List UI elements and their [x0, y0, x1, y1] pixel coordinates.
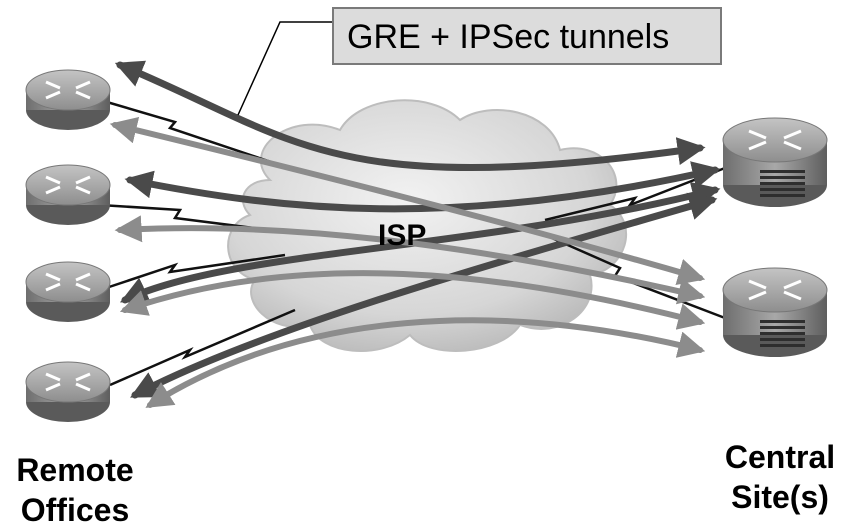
tunnels-light [109, 116, 706, 408]
callout-label: GRE + IPSec tunnels [347, 18, 669, 56]
remote-caption-line2: Offices [20, 492, 130, 528]
tunnel-arrow [145, 317, 706, 408]
remote-router-1 [25, 69, 111, 130]
remote-router-2 [25, 164, 111, 225]
remote-caption-line1: Remote [16, 452, 134, 488]
remote-router-4 [25, 361, 111, 422]
central-caption-line2: Site(s) [731, 479, 829, 515]
central-sites-caption: Central Site(s) [705, 437, 855, 517]
central-router-2 [722, 267, 828, 357]
router-blades-icon [760, 320, 805, 347]
tunnel-arrow [114, 215, 706, 305]
tunnel-arrow [119, 270, 706, 330]
router-arrows-icon [748, 129, 802, 151]
callout-leader-line [237, 21, 333, 116]
router-blades-icon [760, 170, 805, 197]
central-router-1 [722, 117, 828, 207]
router-arrows-icon [45, 175, 91, 195]
remote-offices-caption: Remote Offices [0, 450, 150, 530]
link-line [99, 98, 281, 167]
callout: GRE + IPSec tunnels [237, 7, 722, 116]
router-arrows-icon [45, 80, 91, 100]
remote-router-3 [25, 261, 111, 322]
router-arrows-icon [45, 272, 91, 292]
central-caption-line1: Central [724, 439, 836, 475]
isp-label: ISP [378, 219, 426, 252]
callout-box [332, 7, 722, 65]
router-arrows-icon [748, 279, 802, 301]
router-arrows-icon [45, 372, 91, 392]
